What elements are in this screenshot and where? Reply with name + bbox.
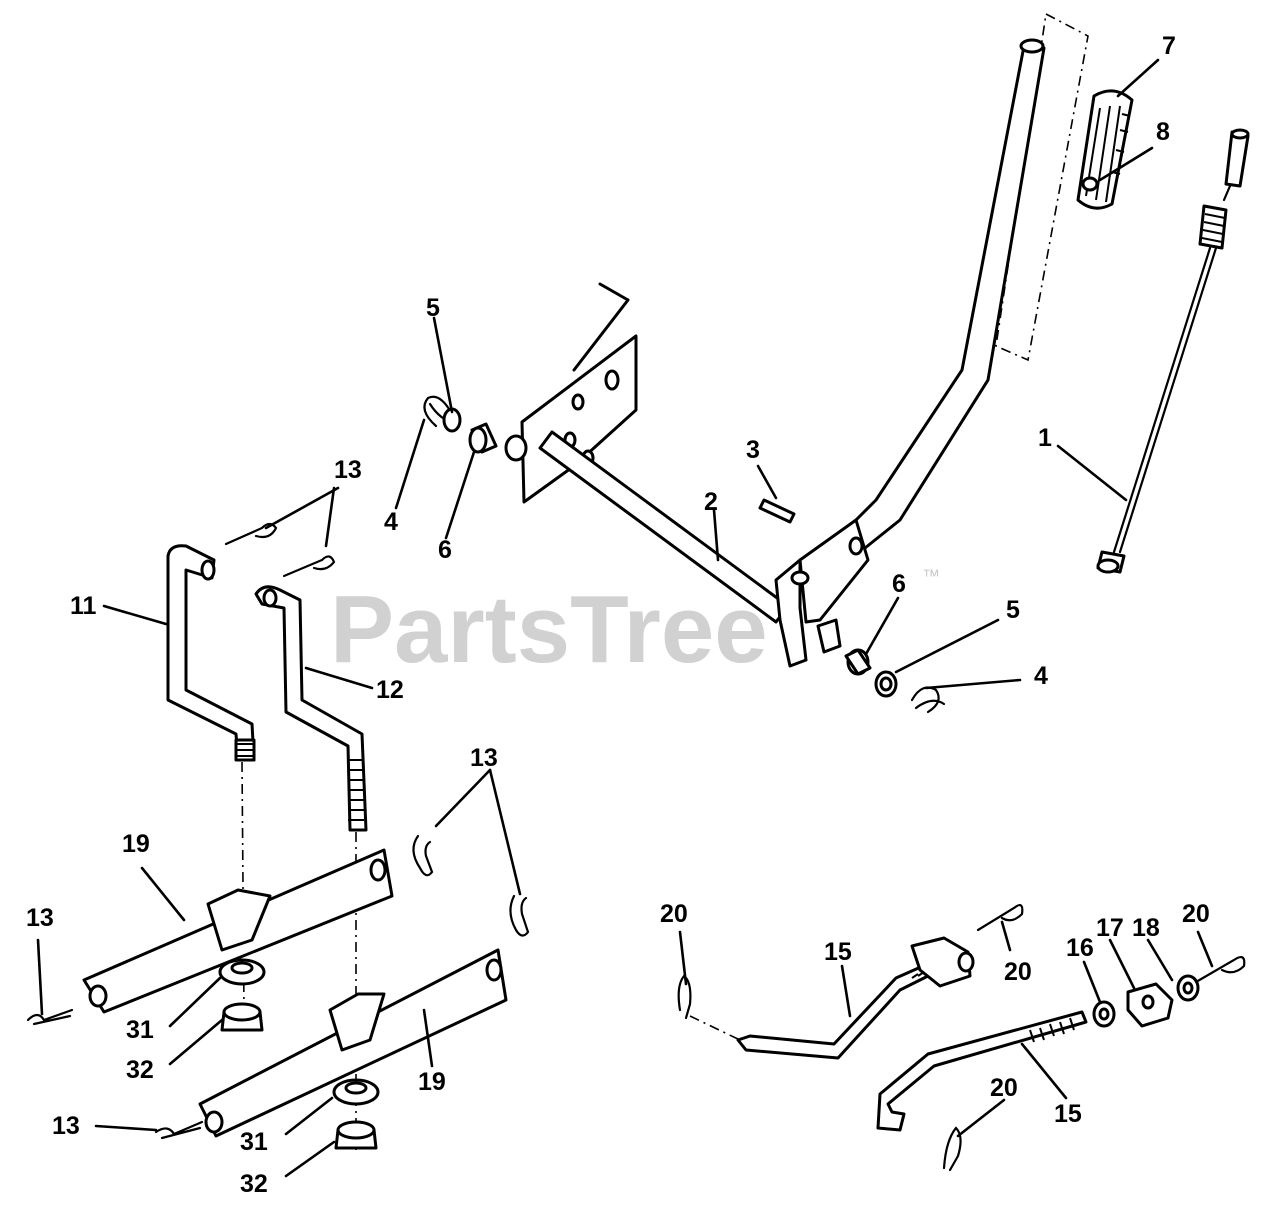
- part-13-clip-mid-a: [412, 834, 434, 877]
- callout-6: 6: [892, 570, 906, 598]
- part-32-nut-upper: [220, 1002, 264, 1032]
- callout-13: 13: [26, 904, 54, 932]
- part-13-clip-top-b: [282, 555, 336, 578]
- part-5-washer-lower: [874, 670, 898, 698]
- callout-31: 31: [240, 1128, 268, 1156]
- part-19-lift-arm-upper: [82, 848, 394, 1014]
- callout-labels: 7 8 5 4 6 3 2 1 13 11 12 6 5 4 13 19 13 …: [26, 32, 1210, 1198]
- callout-4: 4: [384, 508, 398, 536]
- part-13-clip-left: [26, 1008, 74, 1026]
- part-3-key: [758, 498, 796, 524]
- callout-17: 17: [1096, 914, 1124, 942]
- callout-5: 5: [426, 294, 440, 322]
- callout-11: 11: [70, 592, 97, 620]
- callout-8: 8: [1156, 118, 1170, 146]
- callout-20: 20: [990, 1074, 1018, 1102]
- watermark-trademark: ™: [922, 566, 940, 586]
- part-12-lift-link: [254, 585, 368, 832]
- callout-12: 12: [376, 676, 404, 704]
- callout-31: 31: [126, 1016, 154, 1044]
- part-6-bushing-upper: [468, 422, 498, 454]
- grip-hidden-outline: [995, 12, 1089, 362]
- watermark: PartsTree ™: [330, 566, 940, 683]
- part-15-rod-lower: [876, 1010, 1088, 1132]
- part-13-clip-top-a: [224, 522, 278, 546]
- part-32-nut-lower: [334, 1120, 378, 1150]
- part-1-lift-cable: [1096, 128, 1250, 574]
- callout-13: 13: [470, 744, 498, 772]
- part-16-washer: [1092, 1000, 1116, 1028]
- part-20-cotter-pin-bottom: [942, 1126, 962, 1172]
- part-11-lift-link: [166, 544, 256, 762]
- part-2-lift-shaft-assembly: [504, 282, 870, 668]
- callout-20: 20: [660, 900, 688, 928]
- callout-15: 15: [824, 938, 852, 966]
- part-31-spacer-upper: [218, 958, 266, 986]
- part-15-rod-upper: [736, 936, 975, 1060]
- part-13-clip-bottom: [154, 1120, 204, 1140]
- callout-19: 19: [418, 1068, 446, 1096]
- part-18-washer: [1176, 974, 1200, 1002]
- part-13-clip-mid-b: [509, 894, 530, 937]
- callout-4: 4: [1034, 662, 1048, 690]
- callout-13: 13: [334, 456, 362, 484]
- callout-2: 2: [704, 488, 718, 516]
- callout-18: 18: [1132, 914, 1160, 942]
- part-17-trunnion-block: [1126, 982, 1174, 1028]
- part-4-hairpin-clip-lower: [910, 686, 946, 714]
- part-31-spacer-lower: [332, 1078, 380, 1106]
- callout-19: 19: [122, 830, 150, 858]
- callout-1: 1: [1038, 424, 1052, 452]
- part-20-hairpin-right: [1194, 956, 1246, 984]
- callout-6: 6: [438, 536, 452, 564]
- part-8-plug: [1081, 176, 1099, 192]
- callout-32: 32: [240, 1170, 268, 1198]
- part-20-hairpin-upper: [976, 904, 1024, 932]
- callout-20: 20: [1182, 900, 1210, 928]
- callout-5: 5: [1006, 596, 1020, 624]
- callout-20: 20: [1004, 958, 1032, 986]
- lift-lever-handle: [834, 38, 1046, 562]
- part-19-lift-arm-lower: [198, 948, 508, 1138]
- callout-3: 3: [746, 436, 760, 464]
- callout-16: 16: [1066, 934, 1094, 962]
- leader-lines: [36, 58, 1214, 1178]
- part-6-bushing-lower: [844, 648, 872, 676]
- callout-7: 7: [1162, 32, 1176, 60]
- watermark-text: PartsTree: [330, 576, 768, 683]
- callout-32: 32: [126, 1056, 154, 1084]
- callout-13: 13: [52, 1112, 80, 1140]
- alignment-line-rod: [689, 1015, 741, 1041]
- callout-15: 15: [1054, 1100, 1082, 1128]
